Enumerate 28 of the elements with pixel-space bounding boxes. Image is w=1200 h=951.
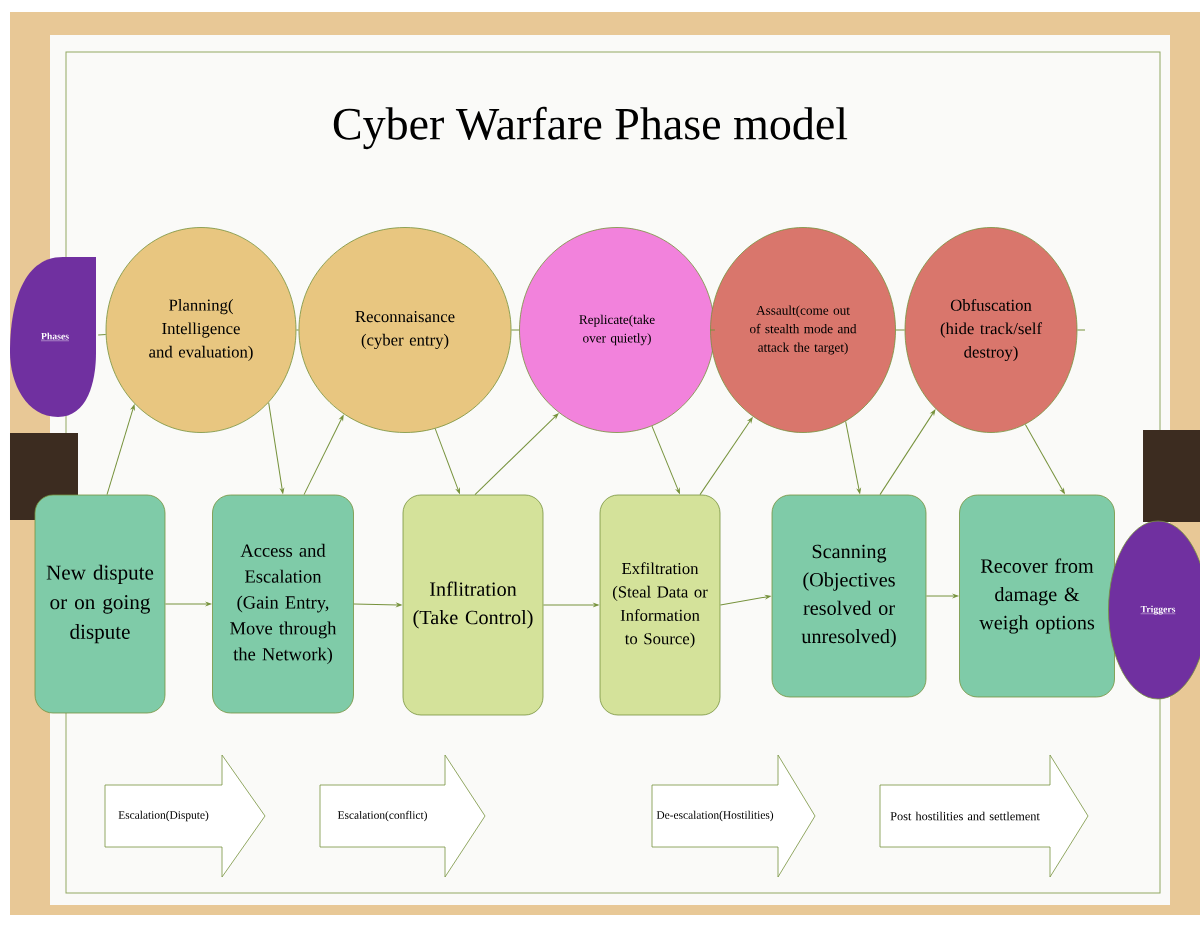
arrow (651, 425, 680, 494)
connector-line (895, 329, 906, 331)
arrow (1024, 423, 1065, 494)
arrow (164, 602, 212, 606)
process-box: New dispute or on going dispute (34, 494, 166, 714)
connector-line (709, 329, 716, 331)
arrow (106, 404, 135, 496)
connector-line (97, 334, 107, 336)
arrow (879, 409, 936, 496)
process-box: Exfiltration (Steal Data or Information to Source) (599, 494, 721, 716)
arrow (542, 603, 599, 607)
process-box: Inflitration (Take Control) (402, 494, 544, 716)
arrow (925, 594, 959, 598)
connector-line (510, 329, 520, 331)
arrow (699, 417, 753, 496)
arrow (434, 428, 460, 494)
arrow (303, 415, 344, 496)
process-box: Scanning (Objectives resolved or unresolved) (771, 494, 927, 698)
arrow (719, 595, 771, 606)
process-box: Access and Escalation (Gain Entry, Move through the Network) (212, 494, 354, 714)
arrow (845, 420, 861, 494)
arrow (268, 402, 285, 494)
process-box: Recover from damage & weigh options (959, 494, 1115, 698)
connector-line (295, 329, 300, 331)
connector-line (1076, 329, 1086, 331)
arrow (474, 413, 559, 496)
title: Cyber Warfare Phase model (333, 106, 848, 150)
arrow (353, 603, 402, 607)
